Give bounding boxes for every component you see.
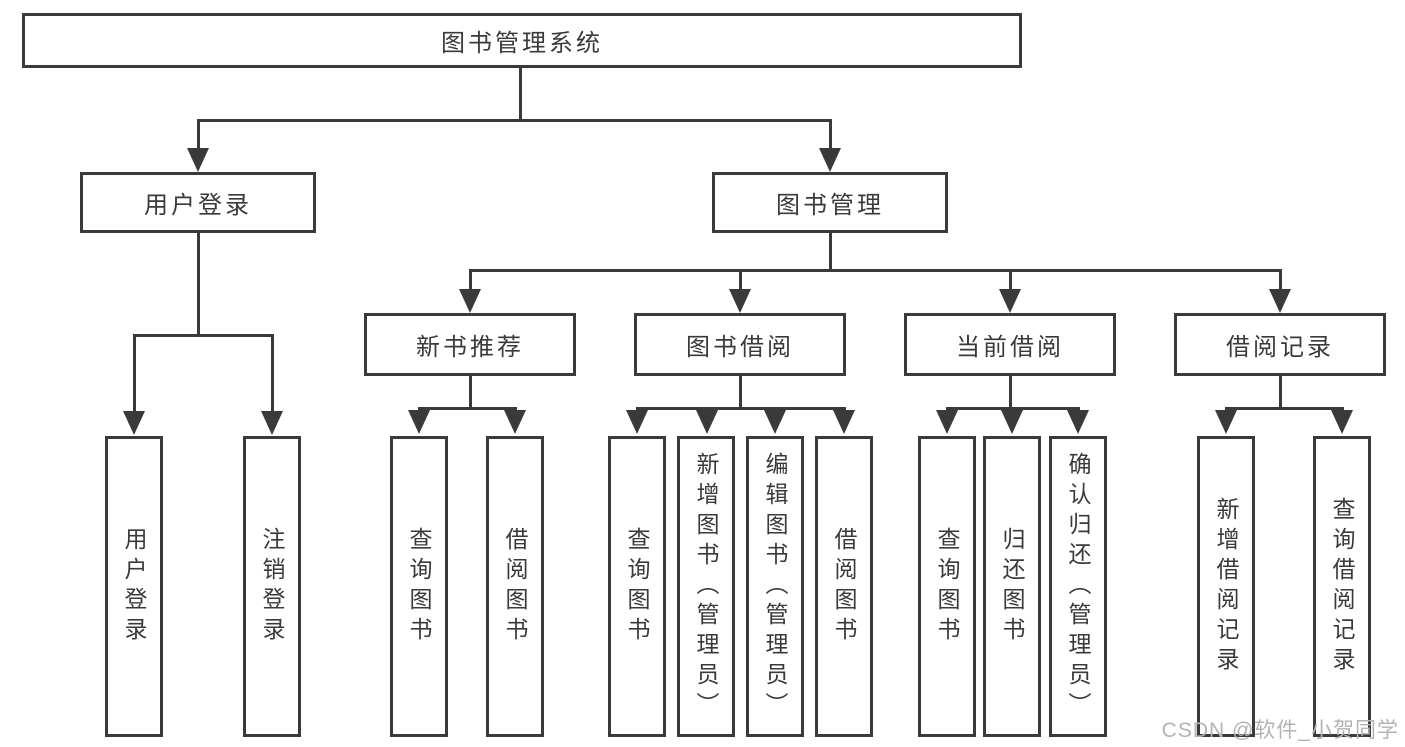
node-user-login: 用户登录: [80, 172, 316, 233]
node-leaf-current-confirm-label: 确认归还（管理员）: [1065, 451, 1091, 722]
node-leaf-current-query: 查询图书: [918, 436, 976, 737]
connector-book-mgmt-vertical: [829, 232, 832, 272]
connector-current-vertical: [1009, 374, 1012, 410]
connector-user-login-vertical: [197, 232, 200, 337]
node-root-label: 图书管理系统: [441, 30, 603, 57]
connector-stem-current: [1009, 269, 1012, 291]
connector-stem-user-login: [197, 119, 200, 151]
node-leaf-current-confirm: 确认归还（管理员）: [1049, 436, 1107, 737]
node-leaf-borrow-edit: 编辑图书（管理员）: [746, 436, 804, 737]
arrowhead-to-new-book: [459, 289, 481, 313]
node-leaf-newbook-borrow-label: 借阅图书: [502, 526, 528, 647]
node-root: 图书管理系统: [22, 13, 1022, 68]
node-leaf-borrow-query-label: 查询图书: [624, 526, 650, 647]
connector-root-horizontal: [197, 119, 832, 122]
connector-borrow-vertical: [739, 374, 742, 410]
arrowhead-to-current-3: [1067, 410, 1089, 434]
arrowhead-to-new-book-2: [504, 410, 526, 434]
connector-user-login-horizontal: [133, 334, 274, 337]
arrowhead-to-book-mgmt: [819, 148, 841, 172]
node-leaf-borrow-add: 新增图书（管理员）: [677, 436, 735, 737]
node-leaf-logout: 注销登录: [243, 436, 301, 737]
node-leaf-borrow-add-label: 新增图书（管理员）: [693, 451, 719, 722]
arrowhead-to-borrow-3: [764, 410, 786, 434]
node-leaf-current-query-label: 查询图书: [934, 526, 960, 647]
arrowhead-to-current-1: [936, 410, 958, 434]
connector-stem-book-mgmt: [829, 119, 832, 151]
node-leaf-borrow-edit-label: 编辑图书（管理员）: [762, 451, 788, 722]
arrowhead-to-user-login: [187, 148, 209, 172]
node-records-label: 借阅记录: [1226, 334, 1334, 361]
arrowhead-to-borrow: [729, 289, 751, 313]
node-book-mgmt: 图书管理: [712, 172, 948, 233]
node-leaf-current-return: 归还图书: [983, 436, 1041, 737]
arrowhead-to-new-book-1: [408, 410, 430, 434]
connector-stem-borrow: [739, 269, 742, 291]
connector-stem-user-login-1: [133, 334, 136, 413]
arrowhead-to-records-2: [1331, 410, 1353, 434]
connector-stem-records: [1279, 269, 1282, 291]
node-leaf-records-query: 查询借阅记录: [1313, 436, 1371, 737]
arrowhead-to-borrow-4: [833, 410, 855, 434]
node-new-book: 新书推荐: [364, 313, 576, 376]
arrowhead-to-user-login-1: [123, 411, 145, 435]
arrowhead-to-current-2: [1001, 410, 1023, 434]
arrowhead-to-records: [1269, 289, 1291, 313]
node-leaf-logout-label: 注销登录: [259, 526, 285, 647]
arrowhead-to-borrow-2: [696, 410, 718, 434]
arrowhead-to-borrow-1: [626, 410, 648, 434]
connector-new-book-horizontal: [418, 407, 517, 410]
connector-records-horizontal: [1225, 407, 1344, 410]
node-leaf-newbook-borrow: 借阅图书: [486, 436, 544, 737]
watermark: CSDN @软件_小贺同学: [1161, 719, 1399, 742]
node-leaf-records-add-label: 新增借阅记录: [1213, 496, 1239, 677]
connector-stem-user-login-2: [271, 334, 274, 413]
node-book-mgmt-label: 图书管理: [776, 192, 884, 219]
node-user-login-label: 用户登录: [144, 192, 252, 219]
node-current-label: 当前借阅: [956, 334, 1064, 361]
node-leaf-records-query-label: 查询借阅记录: [1329, 496, 1355, 677]
node-leaf-borrow-borrow: 借阅图书: [815, 436, 873, 737]
connector-records-vertical: [1279, 374, 1282, 410]
node-leaf-borrow-query: 查询图书: [608, 436, 666, 737]
node-new-book-label: 新书推荐: [416, 334, 524, 361]
node-borrow-label: 图书借阅: [686, 334, 794, 361]
node-leaf-newbook-query-label: 查询图书: [406, 526, 432, 647]
connector-current-horizontal: [946, 407, 1080, 410]
node-leaf-newbook-query: 查询图书: [390, 436, 448, 737]
node-leaf-records-add: 新增借阅记录: [1197, 436, 1255, 737]
node-leaf-user-login-label: 用户登录: [121, 526, 147, 647]
arrowhead-to-records-1: [1215, 410, 1237, 434]
arrowhead-to-current: [999, 289, 1021, 313]
connector-new-book-vertical: [469, 374, 472, 410]
connector-borrow-horizontal: [636, 407, 846, 410]
node-leaf-current-return-label: 归还图书: [999, 526, 1025, 647]
node-current: 当前借阅: [904, 313, 1116, 376]
node-records: 借阅记录: [1174, 313, 1386, 376]
node-borrow: 图书借阅: [634, 313, 846, 376]
connector-root-vertical: [519, 68, 522, 121]
connector-stem-new-book: [469, 269, 472, 291]
connector-book-mgmt-horizontal: [469, 269, 1282, 272]
arrowhead-to-user-login-2: [261, 411, 283, 435]
node-leaf-user-login: 用户登录: [105, 436, 163, 737]
node-leaf-borrow-borrow-label: 借阅图书: [831, 526, 857, 647]
